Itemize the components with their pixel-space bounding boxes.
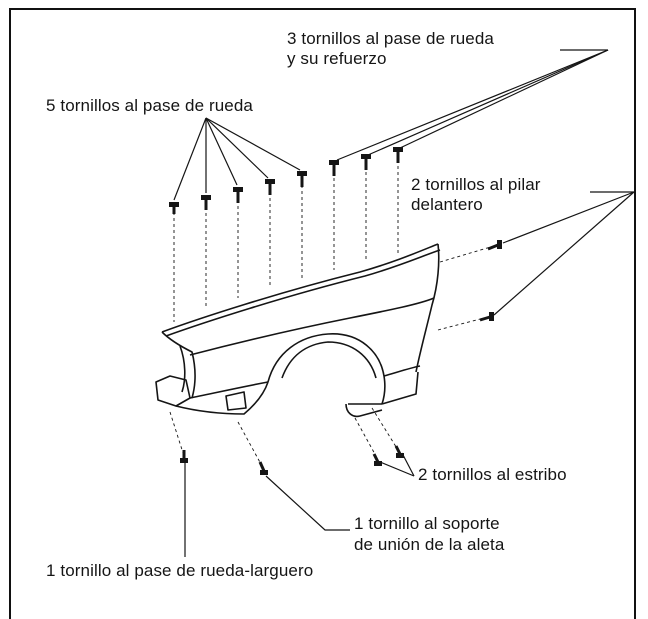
screw-icon [265,179,275,195]
leader-wing-support [265,475,350,531]
label-wheel-pass-reinforcement-2: y su refuerzo [287,49,387,68]
screw-icon [233,187,243,203]
screw-icon [487,240,502,251]
screw-icon [258,461,268,475]
screw-icon [297,171,307,187]
screw-icons [169,147,502,475]
screw-icon [180,450,188,463]
screw-icon [201,195,211,210]
leader-front-pillar [493,191,635,316]
label-wheel-pass-side-member: 1 tornillo al pase de rueda-larguero [46,561,314,580]
screw-icon [479,312,494,322]
assembly-lines [169,160,495,467]
screw-icon [329,160,339,176]
fender-body [155,243,441,418]
label-wheel-pass: 5 tornillos al pase de rueda [46,96,253,115]
screw-icon [361,154,371,170]
screw-icon [169,202,179,214]
label-front-pillar-1: 2 tornillos al pilar [411,175,541,194]
screw-icon [372,453,382,466]
leader-3-screws [336,49,609,161]
screw-icon [394,445,404,458]
label-wing-support-2: de unión de la aleta [354,535,505,554]
leader-5-screws [173,117,301,201]
label-front-pillar-2: delantero [411,195,483,214]
screw-icon [393,147,403,163]
diagram-frame [9,8,636,619]
label-sill: 2 tornillos al estribo [418,465,567,484]
label-wing-support-1: 1 tornillo al soporte [354,514,500,533]
label-wheel-pass-reinforcement-1: 3 tornillos al pase de rueda [287,29,494,48]
